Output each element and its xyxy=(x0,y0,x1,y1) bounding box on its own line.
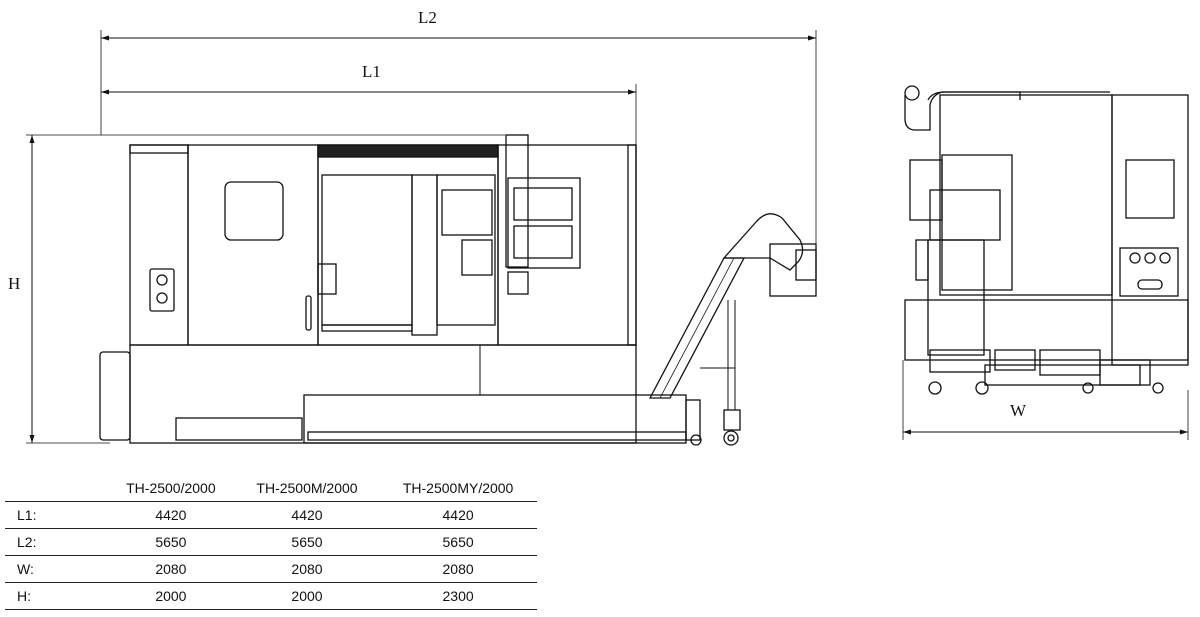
dimension-l1: L1 xyxy=(101,62,637,145)
table-cell: 4420 xyxy=(155,507,187,523)
table-cell: 2000 xyxy=(155,588,187,604)
column-header: TH-2500M/2000 xyxy=(256,479,358,496)
table-cell: 2080 xyxy=(291,561,323,577)
table-row: L2: 5650 5650 5650 xyxy=(5,529,537,556)
table-cell: 2080 xyxy=(155,561,187,577)
dimension-h: H xyxy=(8,134,505,444)
table-row: H: 2000 2000 2300 xyxy=(5,583,537,610)
column-header: TH-2500MY/2000 xyxy=(402,479,514,496)
table-row: W: 2080 2080 2080 xyxy=(5,556,537,583)
spec-table: TH-2500/2000 TH-2500M/2000 TH-2500MY/200… xyxy=(5,474,537,610)
table-row: L1: 4420 4420 4420 xyxy=(5,502,537,529)
machine-front-view xyxy=(99,134,817,446)
table-cell: 5650 xyxy=(155,534,187,550)
spec-table-corner xyxy=(5,474,107,502)
row-label: H: xyxy=(17,588,31,604)
row-label: W: xyxy=(17,561,34,577)
dimension-h-label: H xyxy=(8,274,20,293)
machine-side-view xyxy=(904,85,1189,395)
row-label: L1: xyxy=(17,507,37,523)
dimension-l2-label: L2 xyxy=(418,8,437,27)
row-label: L2: xyxy=(17,534,37,550)
table-cell: 5650 xyxy=(442,534,474,550)
table-cell: 2300 xyxy=(442,588,474,604)
dimension-l1-label: L1 xyxy=(362,62,381,81)
table-cell: 2080 xyxy=(442,561,474,577)
dimension-l2: L2 xyxy=(100,8,817,245)
spec-table-header: TH-2500/2000 TH-2500M/2000 TH-2500MY/200… xyxy=(5,474,537,502)
table-cell: 5650 xyxy=(291,534,323,550)
table-cell: 2000 xyxy=(291,588,323,604)
column-header: TH-2500/2000 xyxy=(126,479,216,496)
dimension-w-label: W xyxy=(1010,401,1027,420)
table-cell: 4420 xyxy=(291,507,323,523)
dimension-w: W xyxy=(902,360,1189,440)
table-cell: 4420 xyxy=(442,507,474,523)
